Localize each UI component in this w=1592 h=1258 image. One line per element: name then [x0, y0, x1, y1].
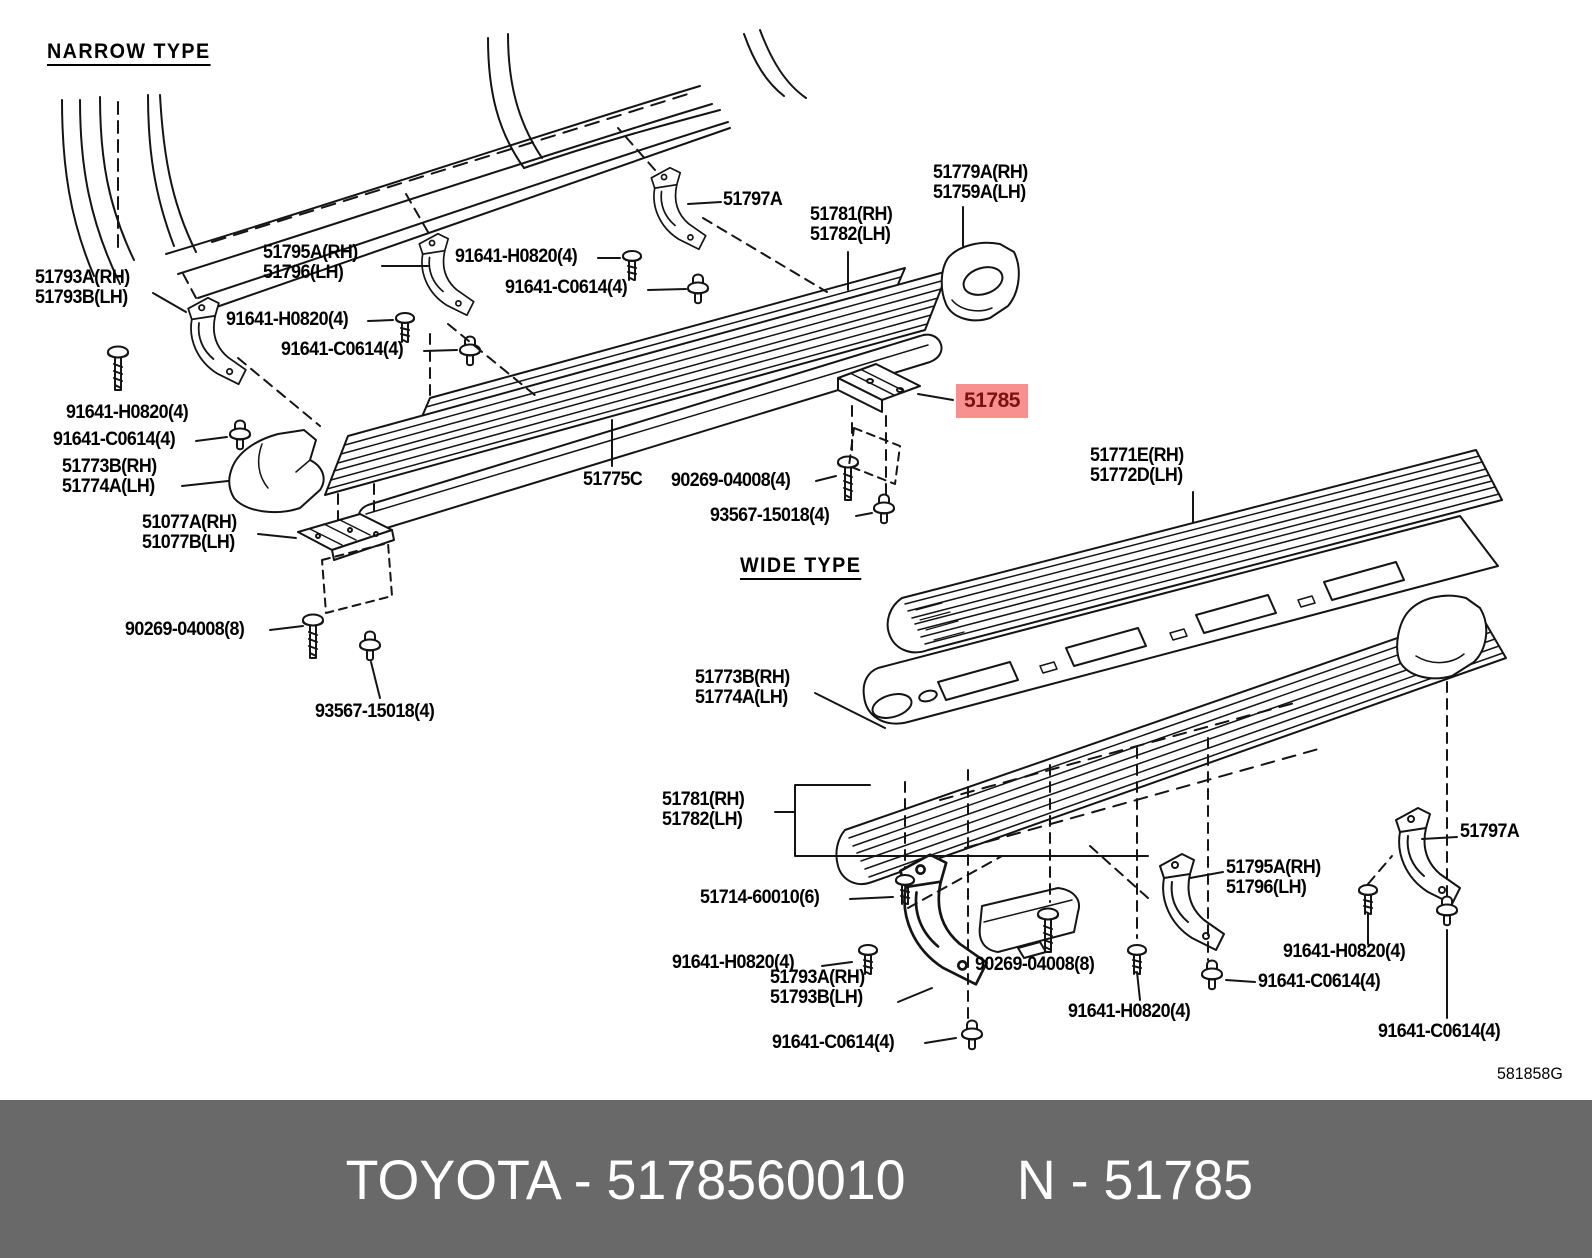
part-label-90269-04008-4: 90269-04008(4)	[671, 470, 791, 491]
part-label-90269-04008-8-wide: 90269-04008(8)	[975, 954, 1095, 975]
bolt-icon	[1358, 884, 1378, 915]
wide-type-title: WIDE TYPE	[740, 555, 862, 580]
narrow-body-outline	[61, 29, 807, 311]
part-label-91641-h0820-wide-2: 91641-H0820(4)	[1283, 941, 1406, 962]
part-label-91641-c0614-wide-3: 91641-C0614(4)	[1378, 1021, 1501, 1042]
footer-part-number-full: TOYOTA - 5178560010	[345, 1147, 906, 1211]
part-label-90269-04008-8-narrow: 90269-04008(8)	[125, 619, 245, 640]
narrow-end-cap-left	[228, 429, 325, 514]
part-label-51781-narrow: 51781(RH)51782(LH)	[810, 204, 893, 245]
part-label-91641-c0614-wide-1: 91641-C0614(4)	[772, 1032, 895, 1053]
clip-icon	[687, 273, 709, 305]
part-label-91641-c0614-narrow-2: 91641-C0614(4)	[281, 339, 404, 360]
clip-icon	[229, 419, 251, 451]
wide-bracket-51797	[1395, 807, 1461, 905]
part-label-91641-h0820-wide-3: 91641-H0820(4)	[1068, 1001, 1191, 1022]
part-51785-plate	[837, 363, 921, 413]
part-label-91641-h0820-narrow-1: 91641-H0820(4)	[455, 246, 578, 267]
wide-pad-piece	[978, 887, 1080, 959]
narrow-type-title: NARROW TYPE	[47, 41, 211, 66]
narrow-leader-lines	[152, 201, 964, 699]
part-label-93567-narrow-1: 93567-15018(4)	[710, 505, 830, 526]
part-label-51773b-narrow: 51773B(RH)51774A(LH)	[62, 456, 157, 497]
clip-icon	[961, 1019, 983, 1051]
part-51077-plate	[297, 513, 395, 561]
part-label-91641-c0614-narrow-3: 91641-C0614(4)	[53, 429, 176, 450]
wide-top-board	[886, 449, 1503, 654]
part-label-51714-60010: 51714-60010(6)	[700, 887, 820, 908]
clip-icon	[359, 630, 381, 662]
part-label-91641-h0820-narrow-3: 91641-H0820(4)	[66, 402, 189, 423]
part-label-51797a-narrow: 51797A	[723, 189, 783, 210]
narrow-end-cap-right	[940, 241, 1020, 322]
screw-icon	[302, 613, 324, 659]
narrow-projection-lines	[179, 127, 901, 614]
part-label-51781-wide: 51781(RH)51782(LH)	[662, 789, 745, 830]
part-label-51795-narrow: 51795A(RH)51796(LH)	[263, 242, 358, 283]
part-label-51077: 51077A(RH)51077B(LH)	[142, 512, 237, 553]
part-label-91641-c0614-wide-2: 91641-C0614(4)	[1258, 971, 1381, 992]
part-label-51795-wide: 51795A(RH)51796(LH)	[1226, 857, 1321, 898]
wide-projection-lines	[904, 681, 1448, 1019]
part-label-51771e: 51771E(RH)51772D(LH)	[1090, 445, 1184, 486]
wide-running-board	[835, 594, 1507, 885]
narrow-running-board	[324, 270, 949, 533]
screw-icon	[837, 455, 859, 501]
part-label-51793-narrow: 51793A(RH)51793B(LH)	[35, 267, 130, 308]
clip-icon	[459, 335, 481, 367]
clip-icon	[873, 493, 895, 525]
part-label-51779a: 51779A(RH)51759A(LH)	[933, 162, 1028, 203]
wide-leader-lines	[774, 491, 1458, 1044]
parts-diagram-drawing	[61, 29, 1507, 1051]
bolt-icon	[1127, 944, 1147, 975]
wide-step-frame	[862, 515, 1499, 725]
narrow-bracket-51797	[650, 166, 707, 251]
screw-icon	[107, 345, 129, 391]
part-label-51775c: 51775C	[583, 469, 643, 490]
part-label-93567-narrow-2: 93567-15018(4)	[315, 701, 435, 722]
wide-bracket-51793	[898, 853, 989, 986]
bolt-icon	[622, 250, 642, 281]
part-label-91641-c0614-narrow-1: 91641-C0614(4)	[505, 277, 628, 298]
drawing-reference-code: 581858G	[1497, 1064, 1563, 1083]
part-label-91641-h0820-wide-1: 91641-H0820(4)	[672, 952, 795, 973]
clip-icon	[1201, 959, 1223, 991]
part-label-51797a-wide: 51797A	[1460, 821, 1520, 842]
footer-part-number-short: N - 51785	[1017, 1147, 1254, 1211]
part-label-51793-wide: 51793A(RH)51793B(LH)	[770, 967, 865, 1008]
part-label-51773b-wide: 51773B(RH)51774A(LH)	[695, 667, 790, 708]
footer-banner: TOYOTA - 5178560010 N - 51785	[0, 1100, 1592, 1258]
highlighted-part-label[interactable]: 51785	[956, 384, 1028, 418]
bolt-icon	[395, 312, 415, 343]
wide-bracket-51795	[1159, 853, 1225, 951]
part-label-91641-h0820-narrow-2: 91641-H0820(4)	[226, 309, 349, 330]
